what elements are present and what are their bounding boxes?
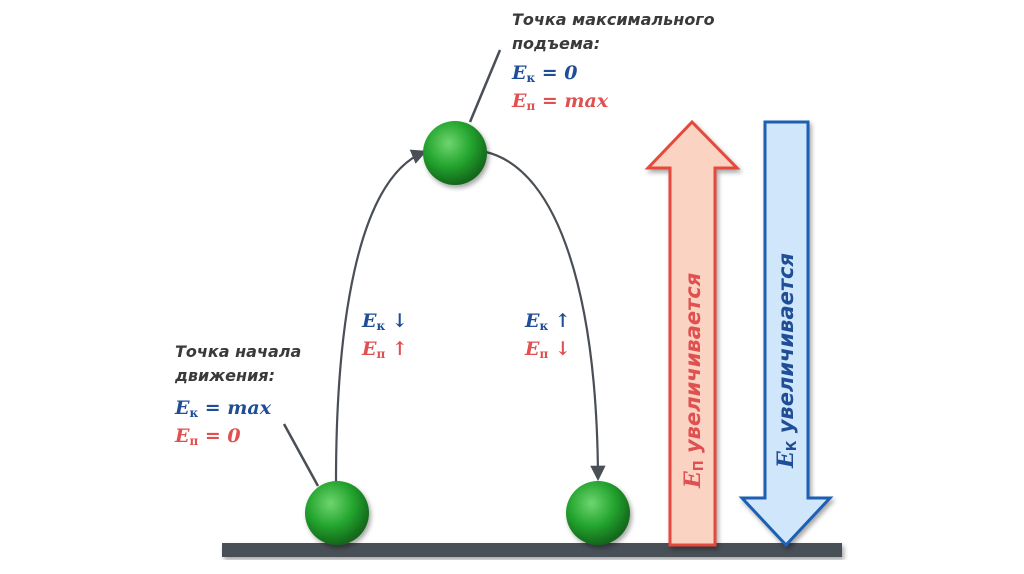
subscript: п [526,99,536,113]
top-point-potential-energy: Eп = max [512,88,608,119]
trajectory-falling [485,150,606,482]
symbol: E [525,338,540,360]
top-point-title: Точка максимального подъема: [512,8,715,56]
value: = 0 [535,62,578,84]
top-point-kinetic-energy: Eк = 0 [512,60,578,91]
symbol: E [175,425,190,447]
pointer-line-start [282,423,320,487]
pointer-line-top [468,49,502,123]
subscript: п [376,347,386,361]
start-point-title-line1: Точка начала [175,342,302,361]
falling-potential-energy: Eп ↓ [525,336,571,367]
start-point-potential-energy: Eп = 0 [175,423,241,454]
symbol: E [362,338,377,360]
direction-arrow: ↑ [385,338,408,360]
subscript: к [376,319,386,333]
value: = max [535,90,609,112]
label-text: увеличивается [774,253,798,441]
start-point-title: Точка начала движения: [175,340,301,388]
start-point-title-line2: движения: [175,366,275,385]
direction-arrow: ↑ [548,310,571,332]
symbol: E [773,451,799,468]
rising-kinetic-energy: Eк ↓ [362,308,408,339]
subscript: к [189,406,199,420]
symbol: E [512,62,527,84]
subscript: П [692,460,707,472]
trajectory-rising [334,149,427,483]
ball-top [423,121,487,185]
ball-end [566,481,630,545]
kinetic-energy-increases-label: EК увеличивается [773,253,800,468]
subscript: п [539,347,549,361]
kinetic-energy-down-arrow [738,120,834,548]
symbol: E [362,310,377,332]
direction-arrow: ↓ [548,338,571,360]
top-point-title-line1: Точка максимального [512,10,715,29]
potential-energy-increases-label: EП увеличивается [680,273,707,488]
ground-line [222,543,842,557]
ball-start [305,481,369,545]
subscript: к [539,319,549,333]
subscript: к [526,71,536,85]
falling-kinetic-energy: Eк ↑ [525,308,571,339]
symbol: E [525,310,540,332]
value: = 0 [198,425,241,447]
start-point-kinetic-energy: Eк = max [175,395,271,426]
subscript: п [189,434,199,448]
value: = max [198,397,272,419]
label-text: увеличивается [681,272,705,461]
symbol: E [512,90,527,112]
symbol: E [680,471,706,488]
symbol: E [175,397,190,419]
subscript: К [785,440,800,452]
direction-arrow: ↓ [385,310,408,332]
rising-potential-energy: Eп ↑ [362,336,408,367]
potential-energy-up-arrow [644,119,741,547]
top-point-title-line2: подъема: [512,34,601,53]
